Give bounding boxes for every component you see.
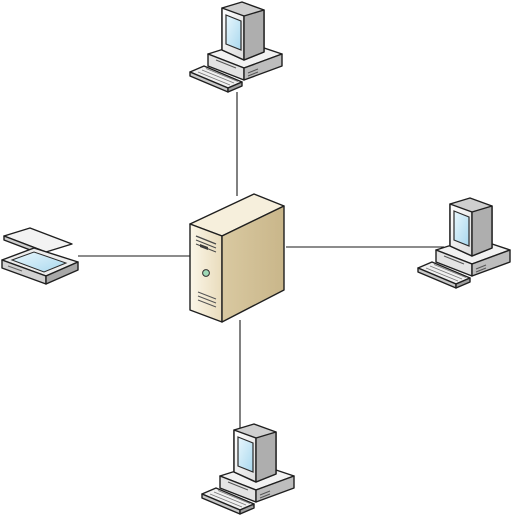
- desktop-computer-icon: [189, 1, 283, 93]
- desktop-computer-icon: [417, 197, 511, 289]
- network-links: [78, 92, 444, 430]
- desktop-computer-icon: [201, 423, 295, 515]
- server-tower-icon: [189, 193, 285, 323]
- flatbed-scanner-icon: [1, 227, 79, 285]
